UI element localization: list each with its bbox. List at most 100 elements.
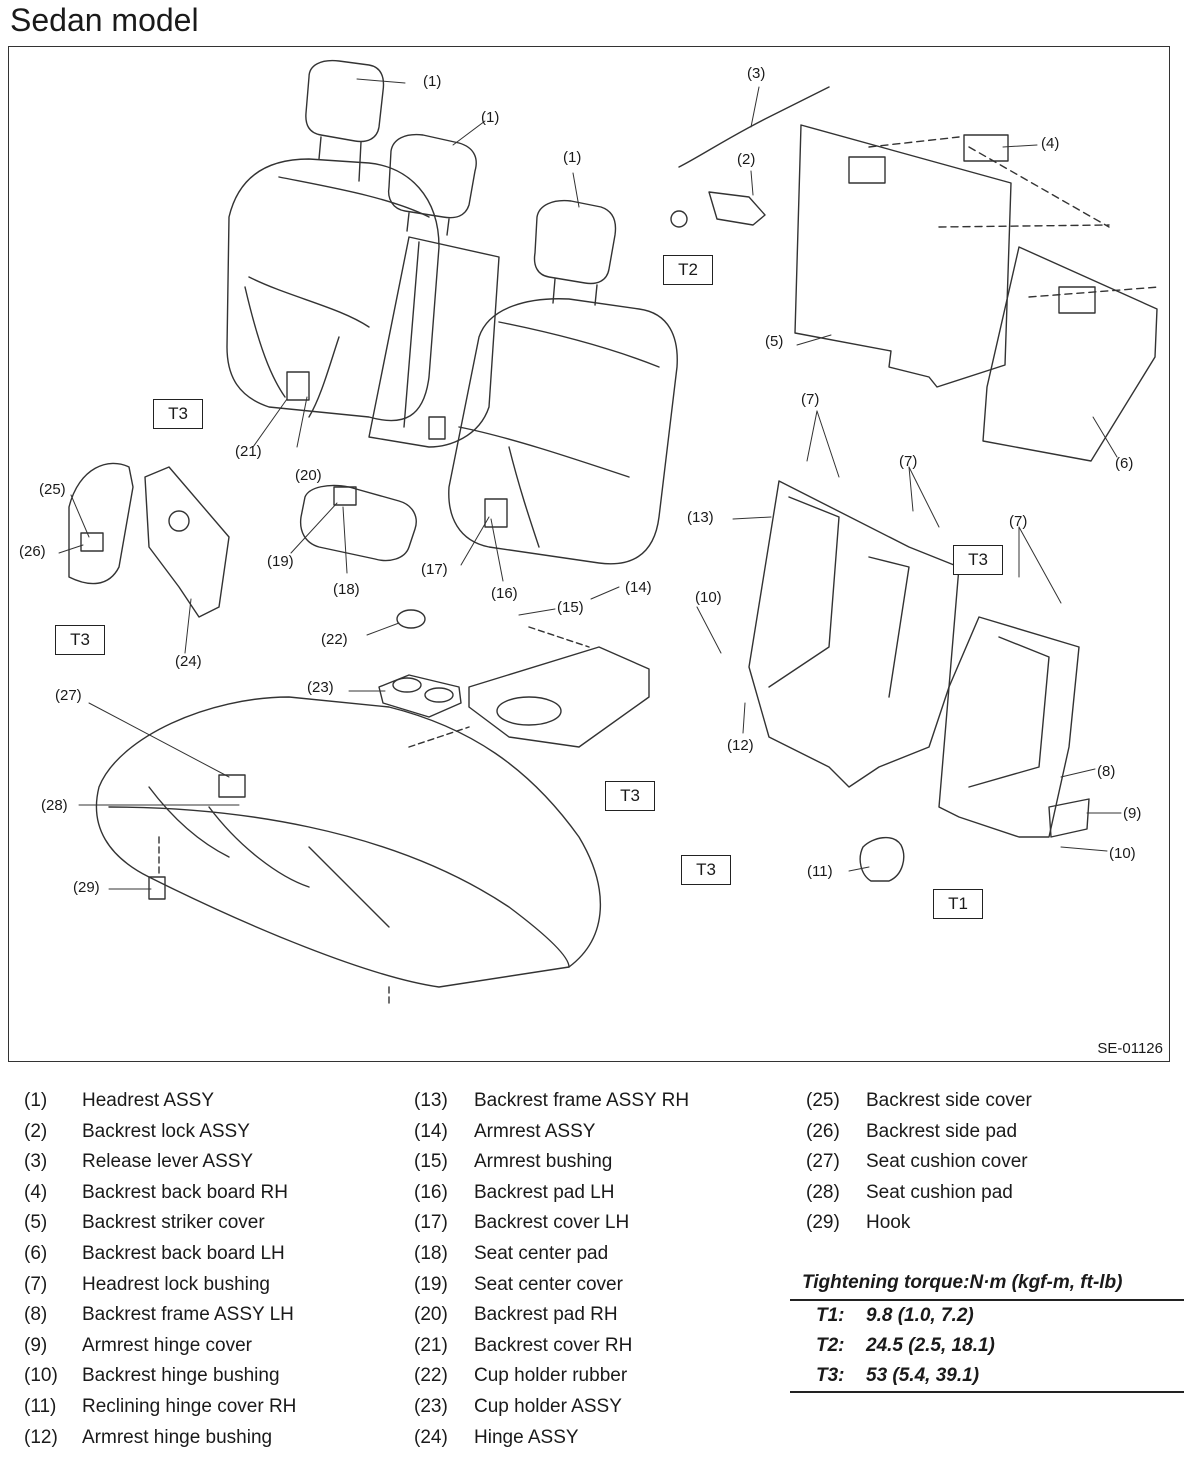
legend-number: (12) [24, 1426, 58, 1448]
legend-part-name: Backrest cover RH [474, 1334, 633, 1356]
legend-part-name: Backrest hinge bushing [82, 1365, 280, 1387]
callout-14: (14) [625, 579, 652, 596]
headrest-middle [387, 133, 477, 236]
seat-center [299, 484, 417, 562]
hinge-assy [144, 466, 230, 618]
legend-number: (15) [414, 1151, 448, 1173]
backrest-side-cover [68, 462, 134, 585]
legend-number: (1) [24, 1090, 48, 1111]
callout-6: (6) [1115, 455, 1134, 472]
legend-part-name: Hook [866, 1212, 911, 1234]
legend-part-name: Backrest striker cover [82, 1212, 265, 1234]
legend-part-name: Release lever ASSY [82, 1151, 254, 1173]
callout-11: (11) [807, 863, 833, 880]
callout-7a: (7) [801, 391, 820, 408]
backrest-center [368, 236, 500, 448]
legend-part-name: Seat center cover [474, 1273, 623, 1295]
backrest-frame-rh [748, 480, 960, 788]
torque-box-t3: T3 [605, 781, 655, 811]
diagram-drawing [58, 59, 1160, 1008]
torque-code: T2: [816, 1335, 845, 1356]
torque-box-t3: T3 [953, 545, 1003, 575]
legend-part-name: Backrest side pad [866, 1120, 1018, 1142]
exploded-diagram: (1) (1) (1) (2) (3) (4) (5) (6) (7) (7) … [8, 46, 1170, 1062]
legend-number: (18) [414, 1243, 448, 1264]
torque-value: 53 (5.4, 39.1) [866, 1365, 980, 1386]
callout-21: (21) [235, 443, 262, 460]
legend-part-name: Armrest hinge bushing [82, 1426, 273, 1448]
callout-3: (3) [747, 65, 766, 82]
callout-2: (2) [737, 151, 756, 168]
legend-number: (13) [414, 1090, 448, 1111]
callout-23: (23) [307, 679, 334, 696]
legend-number: (7) [24, 1273, 48, 1295]
legend-number: (4) [24, 1181, 48, 1203]
legend-part-name: Cup holder rubber [474, 1365, 628, 1387]
legend-number: (29) [806, 1212, 840, 1234]
callout-27: (27) [55, 687, 82, 704]
legend-number: (22) [414, 1365, 448, 1387]
backrest-rh [226, 158, 440, 422]
callout-15: (15) [557, 599, 584, 616]
legend-part-name: Backrest frame ASSY LH [82, 1304, 294, 1326]
callout-26: (26) [19, 543, 46, 560]
legend-part-name: Cup holder ASSY [474, 1396, 622, 1417]
callout-16: (16) [491, 585, 518, 602]
seat-cushion [95, 696, 602, 988]
legend-number: (25) [806, 1090, 840, 1111]
legend-part-name: Backrest frame ASSY RH [474, 1090, 690, 1111]
backboard-clip [963, 134, 1009, 162]
legend-number: (3) [24, 1151, 48, 1173]
torque-box-t2: T2 [663, 255, 713, 285]
legend-part-name: Armrest bushing [474, 1151, 613, 1173]
legend-part-name: Backrest pad LH [474, 1181, 615, 1203]
legend-part-name: Headrest lock bushing [82, 1273, 270, 1295]
callout-10b: (10) [1109, 845, 1136, 862]
torque-value: 9.8 (1.0, 7.2) [866, 1305, 974, 1326]
legend-number: (20) [414, 1304, 448, 1326]
backboard-lh [982, 246, 1158, 462]
legend-part-name: Backrest back board LH [82, 1243, 285, 1264]
legend-part-name: Seat center pad [474, 1243, 609, 1264]
legend-number: (26) [806, 1120, 840, 1142]
rule [790, 1299, 1184, 1301]
legend-part-name: Backrest lock ASSY [82, 1120, 250, 1142]
legend-number: (28) [806, 1181, 840, 1203]
rule [790, 1391, 1184, 1393]
callout-1a: (1) [423, 73, 442, 90]
legend-part-name: Seat cushion pad [866, 1181, 1013, 1203]
legend-number: (10) [24, 1365, 58, 1387]
legend-number: (2) [24, 1120, 48, 1142]
legend-number: (19) [414, 1273, 448, 1295]
torque-code: T3: [816, 1365, 845, 1386]
callout-9: (9) [1123, 805, 1142, 822]
torque-box-t3: T3 [153, 399, 203, 429]
torque-box-t3: T3 [681, 855, 731, 885]
legend-number: (9) [24, 1334, 48, 1356]
torque-title: Tightening torque:N·m (kgf-m, ft-lb) [802, 1272, 1123, 1293]
callout-13: (13) [687, 509, 714, 526]
torque-value: 24.5 (2.5, 18.1) [866, 1335, 995, 1356]
callout-22: (22) [321, 631, 348, 648]
callout-1b: (1) [481, 109, 500, 126]
legend-number: (6) [24, 1243, 48, 1264]
legend-number: (17) [414, 1212, 448, 1234]
callout-7c: (7) [1009, 513, 1028, 530]
callout-5: (5) [765, 333, 784, 350]
legend-number: (14) [414, 1120, 448, 1142]
backboard-rh [794, 124, 1012, 388]
backrest-lh [448, 298, 678, 565]
callout-29: (29) [73, 879, 100, 896]
legend-part-name: Backrest back board RH [82, 1181, 288, 1203]
callout-28: (28) [41, 797, 68, 814]
torque-box-t1: T1 [933, 889, 983, 919]
legend-part-name: Backrest side cover [866, 1090, 1032, 1111]
legend-part-name: Backrest pad RH [474, 1304, 618, 1326]
reclining-hinge-cover [859, 837, 905, 882]
callout-7b: (7) [899, 453, 918, 470]
figure-code: SE-01126 [1097, 1040, 1163, 1057]
legend-number: (8) [24, 1304, 48, 1326]
legend-part-name: Reclining hinge cover RH [82, 1396, 297, 1417]
legend-part-name: Headrest ASSY [82, 1090, 215, 1111]
legend-part-name: Armrest hinge cover [82, 1334, 253, 1356]
